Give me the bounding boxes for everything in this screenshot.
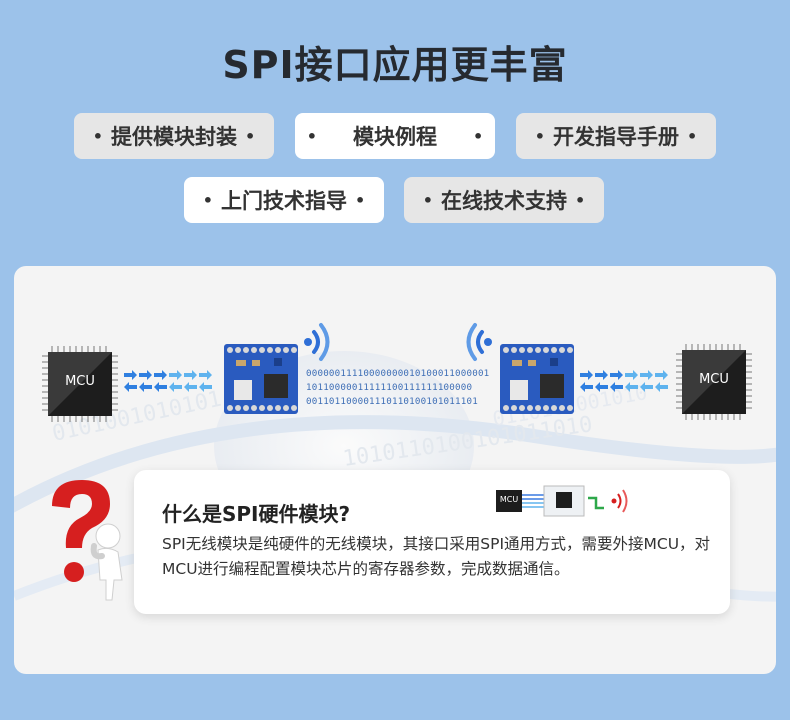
bullet-dot: • bbox=[355, 190, 366, 210]
tag-label: 开发指导手册 bbox=[553, 125, 679, 149]
mcu-module-signal-icon bbox=[496, 485, 628, 517]
question-mark-figure-icon bbox=[52, 480, 123, 601]
wireless-signal-icon bbox=[466, 323, 492, 361]
mcu-left-label: MCU bbox=[65, 374, 95, 389]
tag-label: 在线技术支持 bbox=[441, 189, 567, 213]
bullet-dot: • bbox=[245, 126, 256, 146]
mcu-chip-left bbox=[42, 346, 118, 422]
spi-module-left bbox=[224, 344, 298, 414]
tag-label: 模块例程 bbox=[353, 125, 437, 149]
binary-data-stream: 00000011110000000010100011000001 1011000… bbox=[306, 367, 500, 409]
mcu-chip-right bbox=[676, 344, 752, 420]
tag-label: 提供模块封装 bbox=[111, 125, 237, 149]
bullet-dot: • bbox=[687, 126, 698, 146]
bullet-dot: • bbox=[92, 126, 103, 146]
bullet-dot: • bbox=[202, 190, 213, 210]
bullet-dot: • bbox=[575, 190, 586, 210]
wireless-signal-icon bbox=[304, 323, 330, 361]
mcu-right-label: MCU bbox=[699, 372, 729, 387]
bullet-dot: • bbox=[473, 126, 484, 146]
tag-module-package[interactable]: • 提供模块封装 • bbox=[74, 113, 274, 159]
binary-line: 10110000011111100111111100000 bbox=[306, 382, 473, 393]
data-arrows-left bbox=[124, 370, 212, 392]
tag-online-support[interactable]: • 在线技术支持 • bbox=[404, 177, 604, 223]
tag-onsite-support[interactable]: • 上门技术指导 • bbox=[184, 177, 384, 223]
bullet-dot: • bbox=[534, 126, 545, 146]
bullet-dot: • bbox=[306, 126, 317, 146]
diagram-panel: 0101001010101 1010110100101011010 011010… bbox=[14, 266, 776, 674]
tag-label: 上门技术指导 bbox=[221, 189, 347, 213]
binary-line: 001101100001110110100101011101 bbox=[306, 396, 478, 407]
info-card-description: SPI无线模块是纯硬件的无线模块，其接口采用SPI通用方式，需要外接MCU，对M… bbox=[162, 535, 711, 578]
binary-line: 00000011110000000010100011000001 bbox=[306, 368, 490, 379]
tag-dev-manual[interactable]: • 开发指导手册 • bbox=[516, 113, 716, 159]
info-card-title: 什么是SPI硬件模块? bbox=[162, 502, 351, 526]
bullet-dot: • bbox=[422, 190, 433, 210]
info-card: 什么是SPI硬件模块? MCU SPI无线模块是纯硬件的无线模块，其接口采用SP… bbox=[134, 470, 730, 614]
spi-module-right bbox=[500, 344, 574, 414]
data-arrows-right bbox=[580, 370, 668, 392]
page-title: SPI接口应用更丰富 bbox=[222, 43, 568, 87]
info-card-icon-mcu-label: MCU bbox=[499, 495, 519, 504]
tag-module-examples[interactable]: • 模块例程 • bbox=[295, 113, 495, 159]
